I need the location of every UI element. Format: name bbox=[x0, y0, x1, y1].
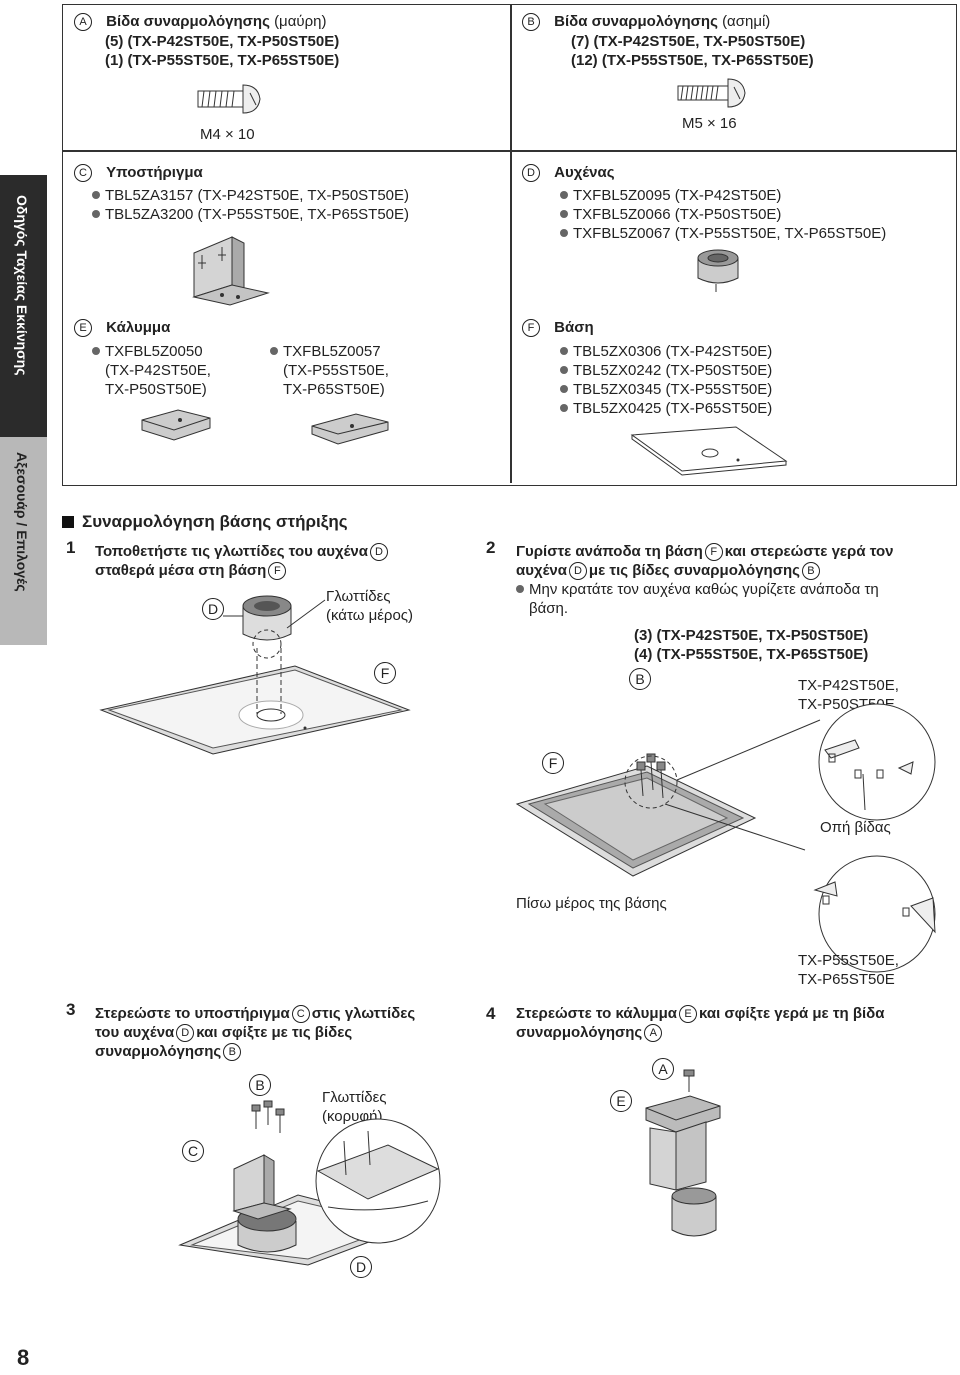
neck-illustration bbox=[697, 249, 739, 292]
part-e-title: E Κάλυμμα bbox=[72, 318, 170, 337]
label-f-icon: F bbox=[540, 752, 566, 774]
part-b-size: M5 × 16 bbox=[682, 115, 737, 132]
letter-b-icon: B bbox=[801, 562, 820, 580]
part-c-title: C Υποστήριγμα bbox=[72, 163, 203, 182]
step-2-qty: (4) (TX-P55ST50E, TX-P65ST50E) bbox=[634, 646, 869, 663]
step-2-qty: (3) (TX-P42ST50E, TX-P50ST50E) bbox=[634, 627, 869, 644]
part-e-item2-models: (TX-P55ST50E, bbox=[283, 362, 389, 379]
letter-e-icon: E bbox=[74, 319, 92, 337]
step-2-illustration bbox=[515, 703, 936, 973]
step-4-number: 4 bbox=[486, 1004, 496, 1023]
sidebar-tab-label: Οδηγός Ταχείας Εκκίνησης bbox=[14, 195, 30, 376]
letter-c-icon: C bbox=[74, 164, 92, 182]
label-d-icon: D bbox=[200, 598, 226, 620]
step-2-number: 2 bbox=[486, 538, 496, 557]
letter-b-icon: B bbox=[522, 13, 540, 31]
section-title: Συναρμολόγηση βάσης στήριξης bbox=[82, 512, 348, 531]
step-1-callout: Γλωττίδες bbox=[326, 588, 391, 605]
letter-e-icon: E bbox=[679, 1005, 697, 1023]
step-2-note: Μην κρατάτε τον αυχένα καθώς γυρίζετε αν… bbox=[516, 580, 879, 599]
part-d-title: D Αυχένας bbox=[520, 163, 615, 182]
part-f-title: F Βάση bbox=[520, 318, 594, 337]
letter-b-icon: B bbox=[223, 1043, 242, 1061]
hole-label: Οπή βίδας bbox=[820, 819, 891, 836]
letter-a-icon: A bbox=[644, 1024, 663, 1042]
cover-small-illustration bbox=[141, 409, 211, 441]
label-b-icon: B bbox=[247, 1074, 273, 1096]
part-d-item: TXFBL5Z0067 (TX-P55ST50E, TX-P65ST50E) bbox=[560, 224, 886, 243]
letter-d-icon: D bbox=[522, 164, 540, 182]
step-1-illustration bbox=[99, 595, 411, 755]
part-e-item1: TXFBL5Z0050 bbox=[92, 342, 203, 361]
label-a-icon: A bbox=[650, 1058, 676, 1080]
step-1-callout: (κάτω μέρος) bbox=[326, 607, 414, 624]
sidebar-tab-accessories[interactable]: Αξεσουάρ / Επιλογές bbox=[0, 437, 47, 645]
part-b-qty2: (12) (TX-P55ST50E, TX-P65ST50E) bbox=[571, 52, 814, 69]
label-b-icon: B bbox=[627, 668, 653, 690]
part-f-item: TBL5ZX0242 (TX-P50ST50E) bbox=[560, 361, 772, 380]
screw-m4-icon bbox=[197, 84, 261, 114]
step-4-illustration bbox=[645, 1069, 721, 1237]
back-of-base-label: Πίσω μέρος της βάσης bbox=[516, 895, 667, 912]
part-e-item1-models: TX-P50ST50E) bbox=[105, 381, 207, 398]
parts-divider bbox=[510, 5, 512, 483]
parts-divider bbox=[63, 150, 956, 152]
part-d-item: TXFBL5Z0066 (TX-P50ST50E) bbox=[560, 205, 781, 224]
label-c-icon: C bbox=[180, 1140, 206, 1162]
part-d-item: TXFBL5Z0095 (TX-P42ST50E) bbox=[560, 186, 781, 205]
part-e-item2: TXFBL5Z0057 bbox=[270, 342, 381, 361]
base-plate-illustration bbox=[630, 426, 788, 476]
part-f-item: TBL5ZX0345 (TX-P55ST50E) bbox=[560, 380, 772, 399]
section-bullet-icon bbox=[62, 516, 74, 528]
part-f-item: TBL5ZX0306 (TX-P42ST50E) bbox=[560, 342, 772, 361]
letter-d-icon: D bbox=[369, 543, 388, 561]
part-a-title: A Βίδα συναρμολόγησης (μαύρη) bbox=[72, 12, 326, 31]
letter-c-icon: C bbox=[291, 1005, 310, 1023]
label-e-icon: E bbox=[608, 1090, 634, 1112]
parts-list-box bbox=[62, 4, 957, 486]
letter-f-icon: F bbox=[704, 543, 723, 561]
cover-large-illustration bbox=[311, 413, 389, 445]
part-b-qty1: (7) (TX-P42ST50E, TX-P50ST50E) bbox=[571, 33, 806, 50]
part-e-item1-models: (TX-P42ST50E, bbox=[105, 362, 211, 379]
screw-m5-icon bbox=[677, 78, 746, 108]
part-e-item2-models: TX-P65ST50E) bbox=[283, 381, 385, 398]
label-d-icon: D bbox=[348, 1256, 374, 1278]
model-label: TX-P65ST50E bbox=[798, 971, 895, 988]
step-1-number: 1 bbox=[66, 538, 76, 557]
letter-f-icon: F bbox=[268, 562, 287, 580]
part-a-size: M4 × 10 bbox=[200, 126, 255, 143]
step-3-illustration bbox=[178, 1100, 441, 1266]
sidebar-tab-quick-start[interactable]: Οδηγός Ταχείας Εκκίνησης bbox=[0, 175, 47, 437]
part-f-item: TBL5ZX0425 (TX-P65ST50E) bbox=[560, 399, 772, 418]
step-2-note: βάση. bbox=[529, 600, 569, 617]
letter-d-icon: D bbox=[568, 562, 587, 580]
part-b-title: B Βίδα συναρμολόγησης (ασημί) bbox=[520, 12, 770, 31]
letter-f-icon: F bbox=[522, 319, 540, 337]
letter-d-icon: D bbox=[176, 1024, 195, 1042]
model-label: TX-P55ST50E, bbox=[798, 952, 899, 969]
part-a-qty1: (5) (TX-P42ST50E, TX-P50ST50E) bbox=[105, 33, 340, 50]
bracket-illustration bbox=[192, 236, 270, 306]
letter-a-icon: A bbox=[74, 13, 92, 31]
model-label: TX-P42ST50E, bbox=[798, 677, 899, 694]
part-c-item: TBL5ZA3157 (TX-P42ST50E, TX-P50ST50E) bbox=[92, 186, 409, 205]
part-c-item: TBL5ZA3200 (TX-P55ST50E, TX-P65ST50E) bbox=[92, 205, 409, 224]
step-3-callout: Γλωττίδες bbox=[322, 1089, 387, 1106]
part-a-qty2: (1) (TX-P55ST50E, TX-P65ST50E) bbox=[105, 52, 340, 69]
sidebar-tab-label: Αξεσουάρ / Επιλογές bbox=[14, 452, 30, 592]
step-3-number: 3 bbox=[66, 1000, 76, 1019]
page-number: 8 bbox=[17, 1345, 30, 1370]
label-f-icon: F bbox=[372, 662, 398, 684]
